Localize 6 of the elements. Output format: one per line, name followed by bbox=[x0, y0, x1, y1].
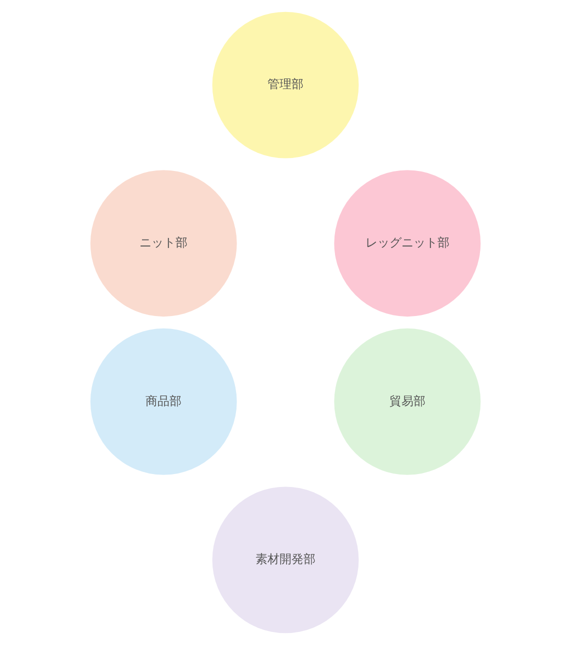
node-circle: 素材開発部 bbox=[212, 486, 359, 634]
node-circle: 商品部 bbox=[90, 328, 237, 475]
node-circle: ニット部 bbox=[90, 170, 237, 317]
node-circle: 管理部 bbox=[212, 12, 359, 158]
node-circle: 貿易部 bbox=[334, 328, 481, 475]
node-circle: レッグニット部 bbox=[334, 170, 481, 317]
